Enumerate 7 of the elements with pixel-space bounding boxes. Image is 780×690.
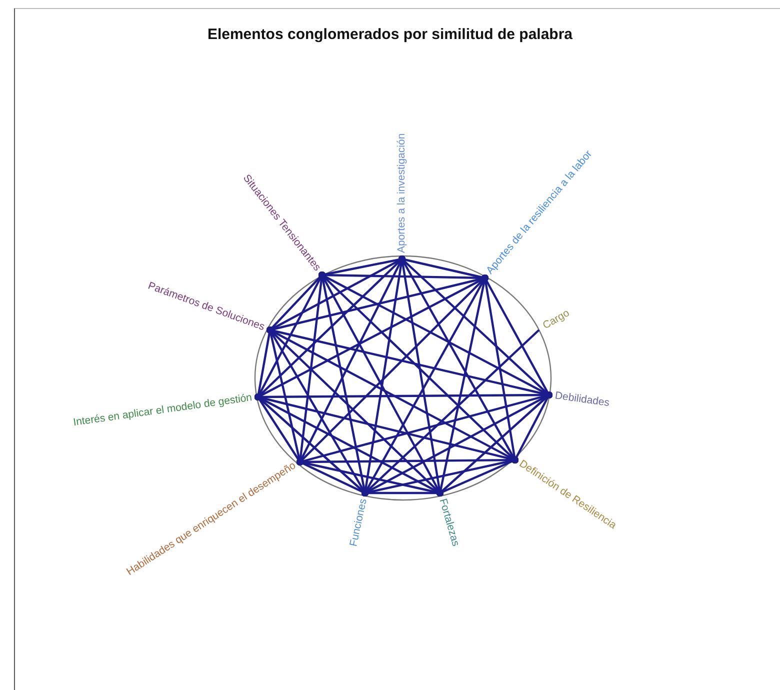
node-label: Funciones <box>347 498 370 548</box>
node-label: Cargo <box>540 307 572 333</box>
node-label: Aportes a la investigación <box>396 133 408 253</box>
chart-title: Elementos conglomerados por similitud de palabra <box>206 26 574 43</box>
node-label: Interés en aplicar el modelo de gestión <box>72 391 253 430</box>
node-label: Debilidades <box>554 389 610 410</box>
similarity-line <box>266 271 326 334</box>
